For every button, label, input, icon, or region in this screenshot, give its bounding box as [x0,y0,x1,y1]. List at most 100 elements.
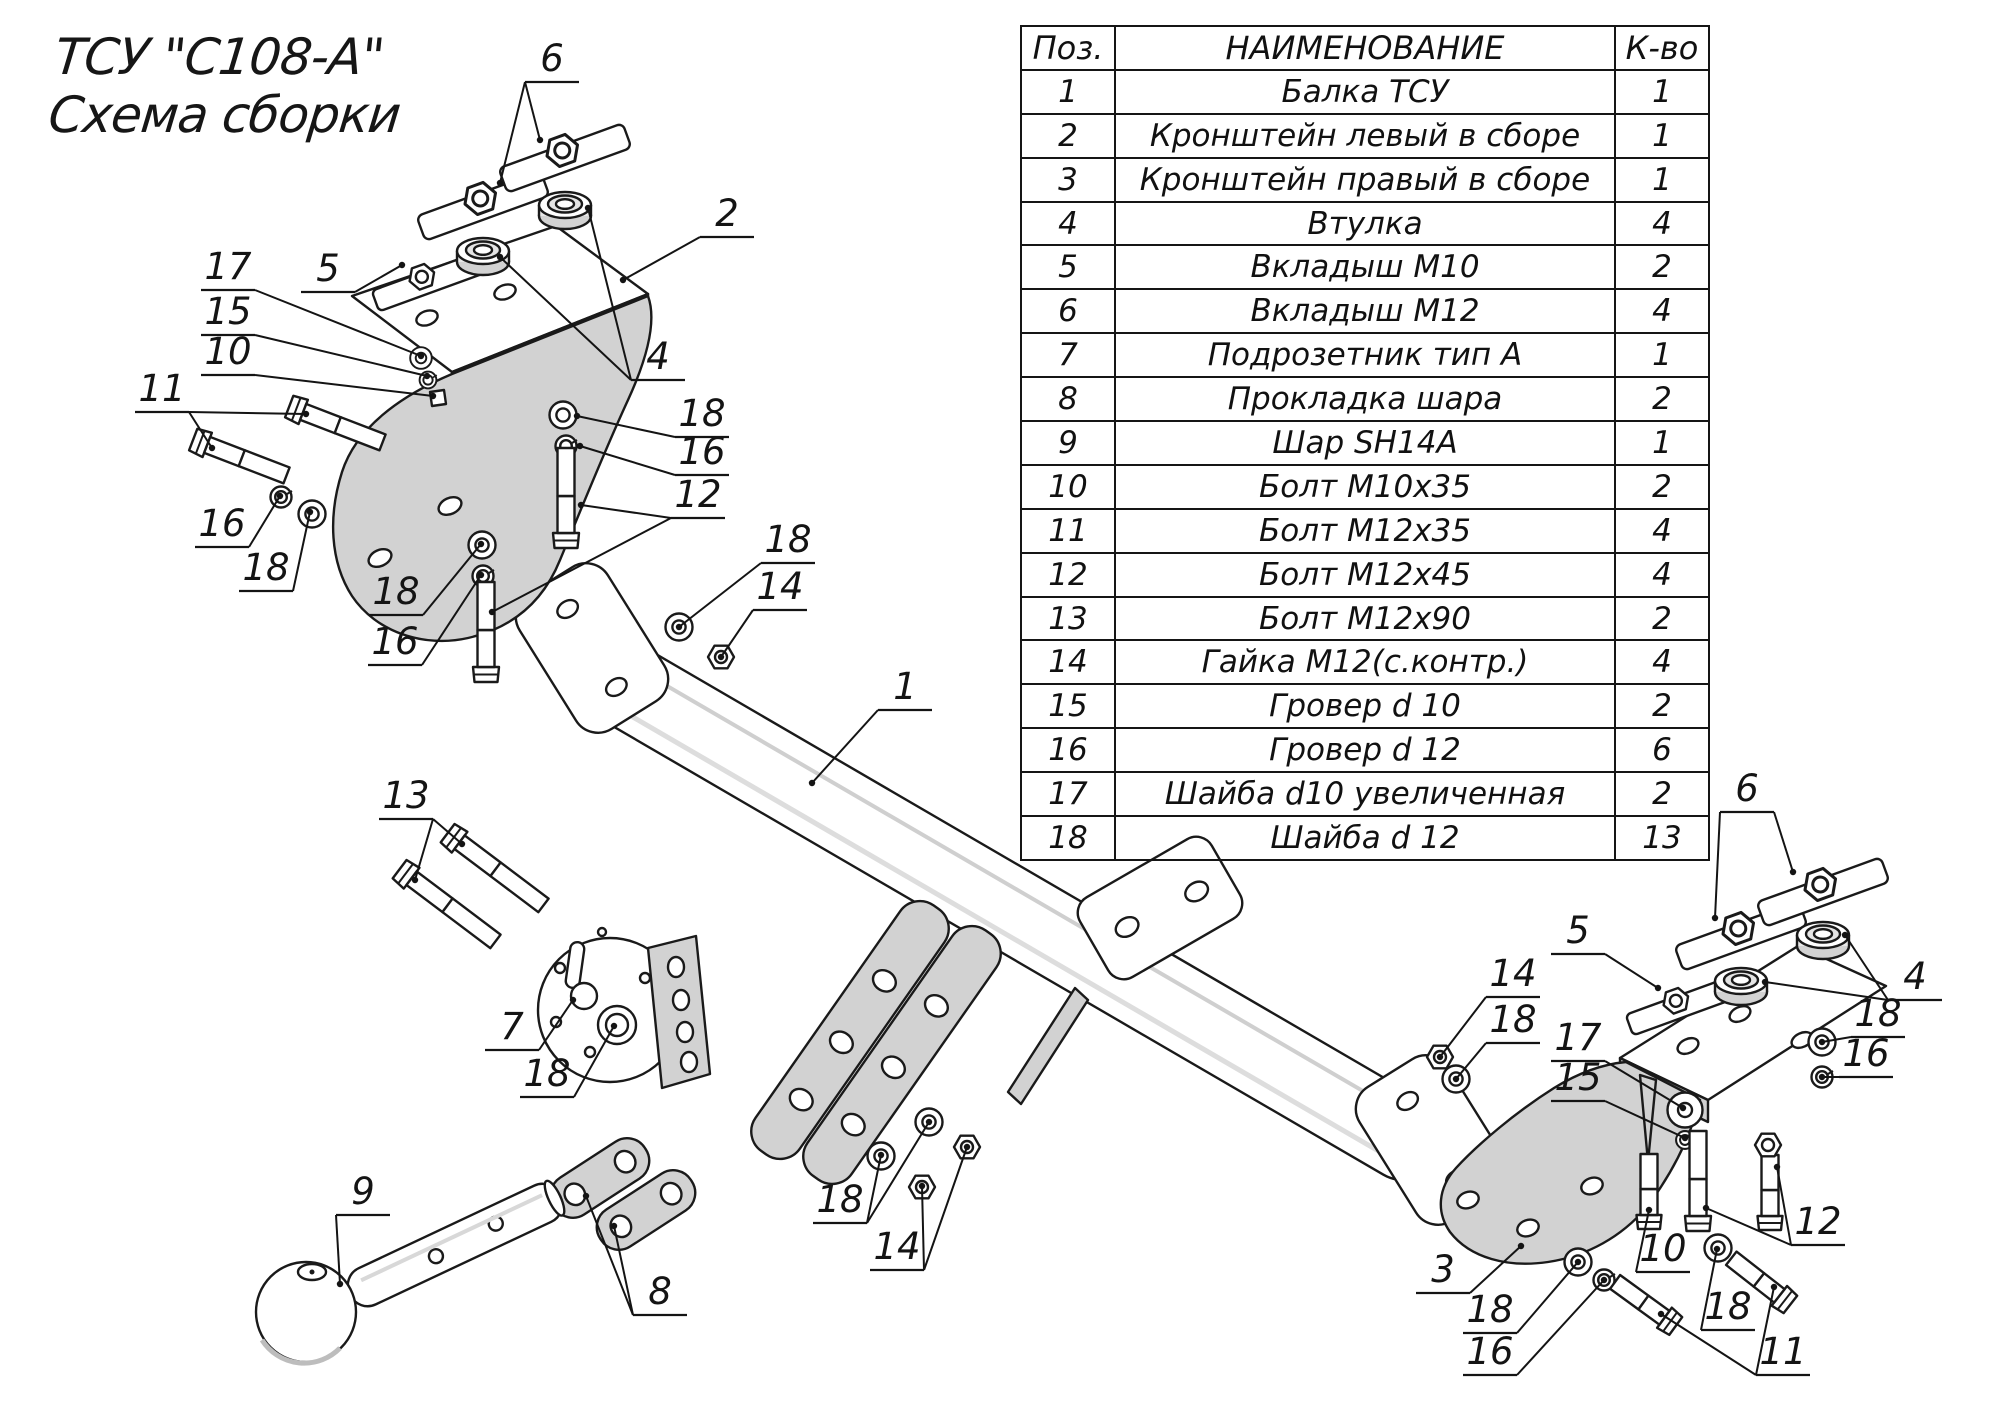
callout-leader [921,1185,925,1271]
callout-dot [925,1118,933,1126]
callout-leader [254,289,422,357]
callout-dot [717,653,725,661]
callout-label: 14 [1489,952,1536,995]
callout-14: 14 [1436,952,1540,1061]
bolt-m12x45-left-2 [471,580,501,684]
cell-qty: 2 [1614,771,1710,818]
callout-dot [208,444,216,452]
callout-layer: 6245171510111618181618161218141137189818… [135,37,1942,1377]
callout-dot [1600,1276,1608,1284]
callout-dot [488,608,496,616]
callout-9: 9 [335,1170,390,1288]
col-header-qty: К-во [1614,25,1710,71]
socket-plate [536,926,712,1090]
cell-pos: 2 [1020,112,1116,159]
callout-leader [354,264,403,293]
cell-name: Гайка М12(с.контр.) [1114,639,1616,686]
cell-qty: 2 [1614,595,1710,642]
callout-3: 3 [1416,1242,1525,1295]
ball-hitch [254,1179,566,1366]
callout-dot [423,372,431,380]
callout-label: 8 [648,1270,672,1313]
cell-qty: 4 [1614,507,1710,554]
callout-16: 16 [195,492,284,549]
callout-label: 18 [372,570,419,613]
cell-name: Шайба d 12 [1114,815,1616,861]
callout-dot [584,204,592,212]
callout-dot [276,492,284,500]
callout-label: 14 [756,565,803,608]
cell-pos: 12 [1020,551,1116,598]
callout-dot [573,412,581,420]
callout-dot [610,1022,618,1030]
callout-18: 18 [1818,992,1905,1046]
callout-dot [610,1222,618,1230]
left-bracket-assembly [331,115,653,643]
callout-2: 2 [619,192,754,284]
callout-leader [254,334,428,377]
callout-label: 17 [1554,1016,1602,1059]
callout-label: 14 [873,1225,920,1268]
callout-leader [579,445,676,476]
callout-label: 18 [1704,1285,1751,1328]
callout-dot [458,840,466,848]
callout-5: 5 [1551,909,1662,992]
callout-label: 6 [1735,767,1759,810]
cell-qty: 2 [1614,683,1710,730]
callout-leader [1821,1036,1852,1043]
callout-18: 18 [239,508,314,593]
cell-pos: 16 [1020,727,1116,774]
callout-leader [585,1195,634,1316]
callout-18: 18 [813,1118,933,1225]
cell-pos: 11 [1020,507,1116,554]
callout-4: 4 [496,204,685,382]
col-header-pos: Поз. [1020,25,1116,71]
callout-18: 18 [520,1022,618,1099]
callout-leader [613,1225,634,1316]
callout-15: 15 [201,290,431,380]
cell-pos: 5 [1020,244,1116,291]
callout-dot [1452,1075,1460,1083]
callout-label: 10 [1639,1227,1686,1270]
callout-13: 13 [379,774,466,884]
callout-dot [569,996,577,1004]
cell-pos: 1 [1020,68,1116,115]
callout-dot [963,1143,971,1151]
callout-leader [576,415,676,438]
callout-label: 16 [371,620,418,663]
callout-label: 11 [138,367,185,410]
cell-name: Болт М12х35 [1114,507,1616,554]
cell-name: Болт М12х90 [1114,595,1616,642]
callout-leader [811,709,879,784]
callout-leader [1439,996,1487,1058]
cell-pos: 9 [1020,420,1116,466]
callout-leader [1604,953,1659,989]
callout-dot [576,442,584,450]
callout-5: 5 [301,247,406,294]
callout-dot [429,392,437,400]
cell-name: Болт М10х35 [1114,463,1616,510]
callout-dot [477,540,485,548]
callout-label: 17 [204,245,252,288]
callout-dot [619,276,627,284]
callout-dot [1818,1073,1826,1081]
callout-16: 16 [1818,1032,1893,1081]
callout-label: 16 [198,502,245,545]
callout-leader [188,411,307,415]
callout-dot [1789,868,1797,876]
cell-qty: 2 [1614,244,1710,291]
callout-1: 1 [808,665,932,787]
callout-label: 18 [1489,998,1536,1041]
callout-14: 14 [717,565,807,661]
